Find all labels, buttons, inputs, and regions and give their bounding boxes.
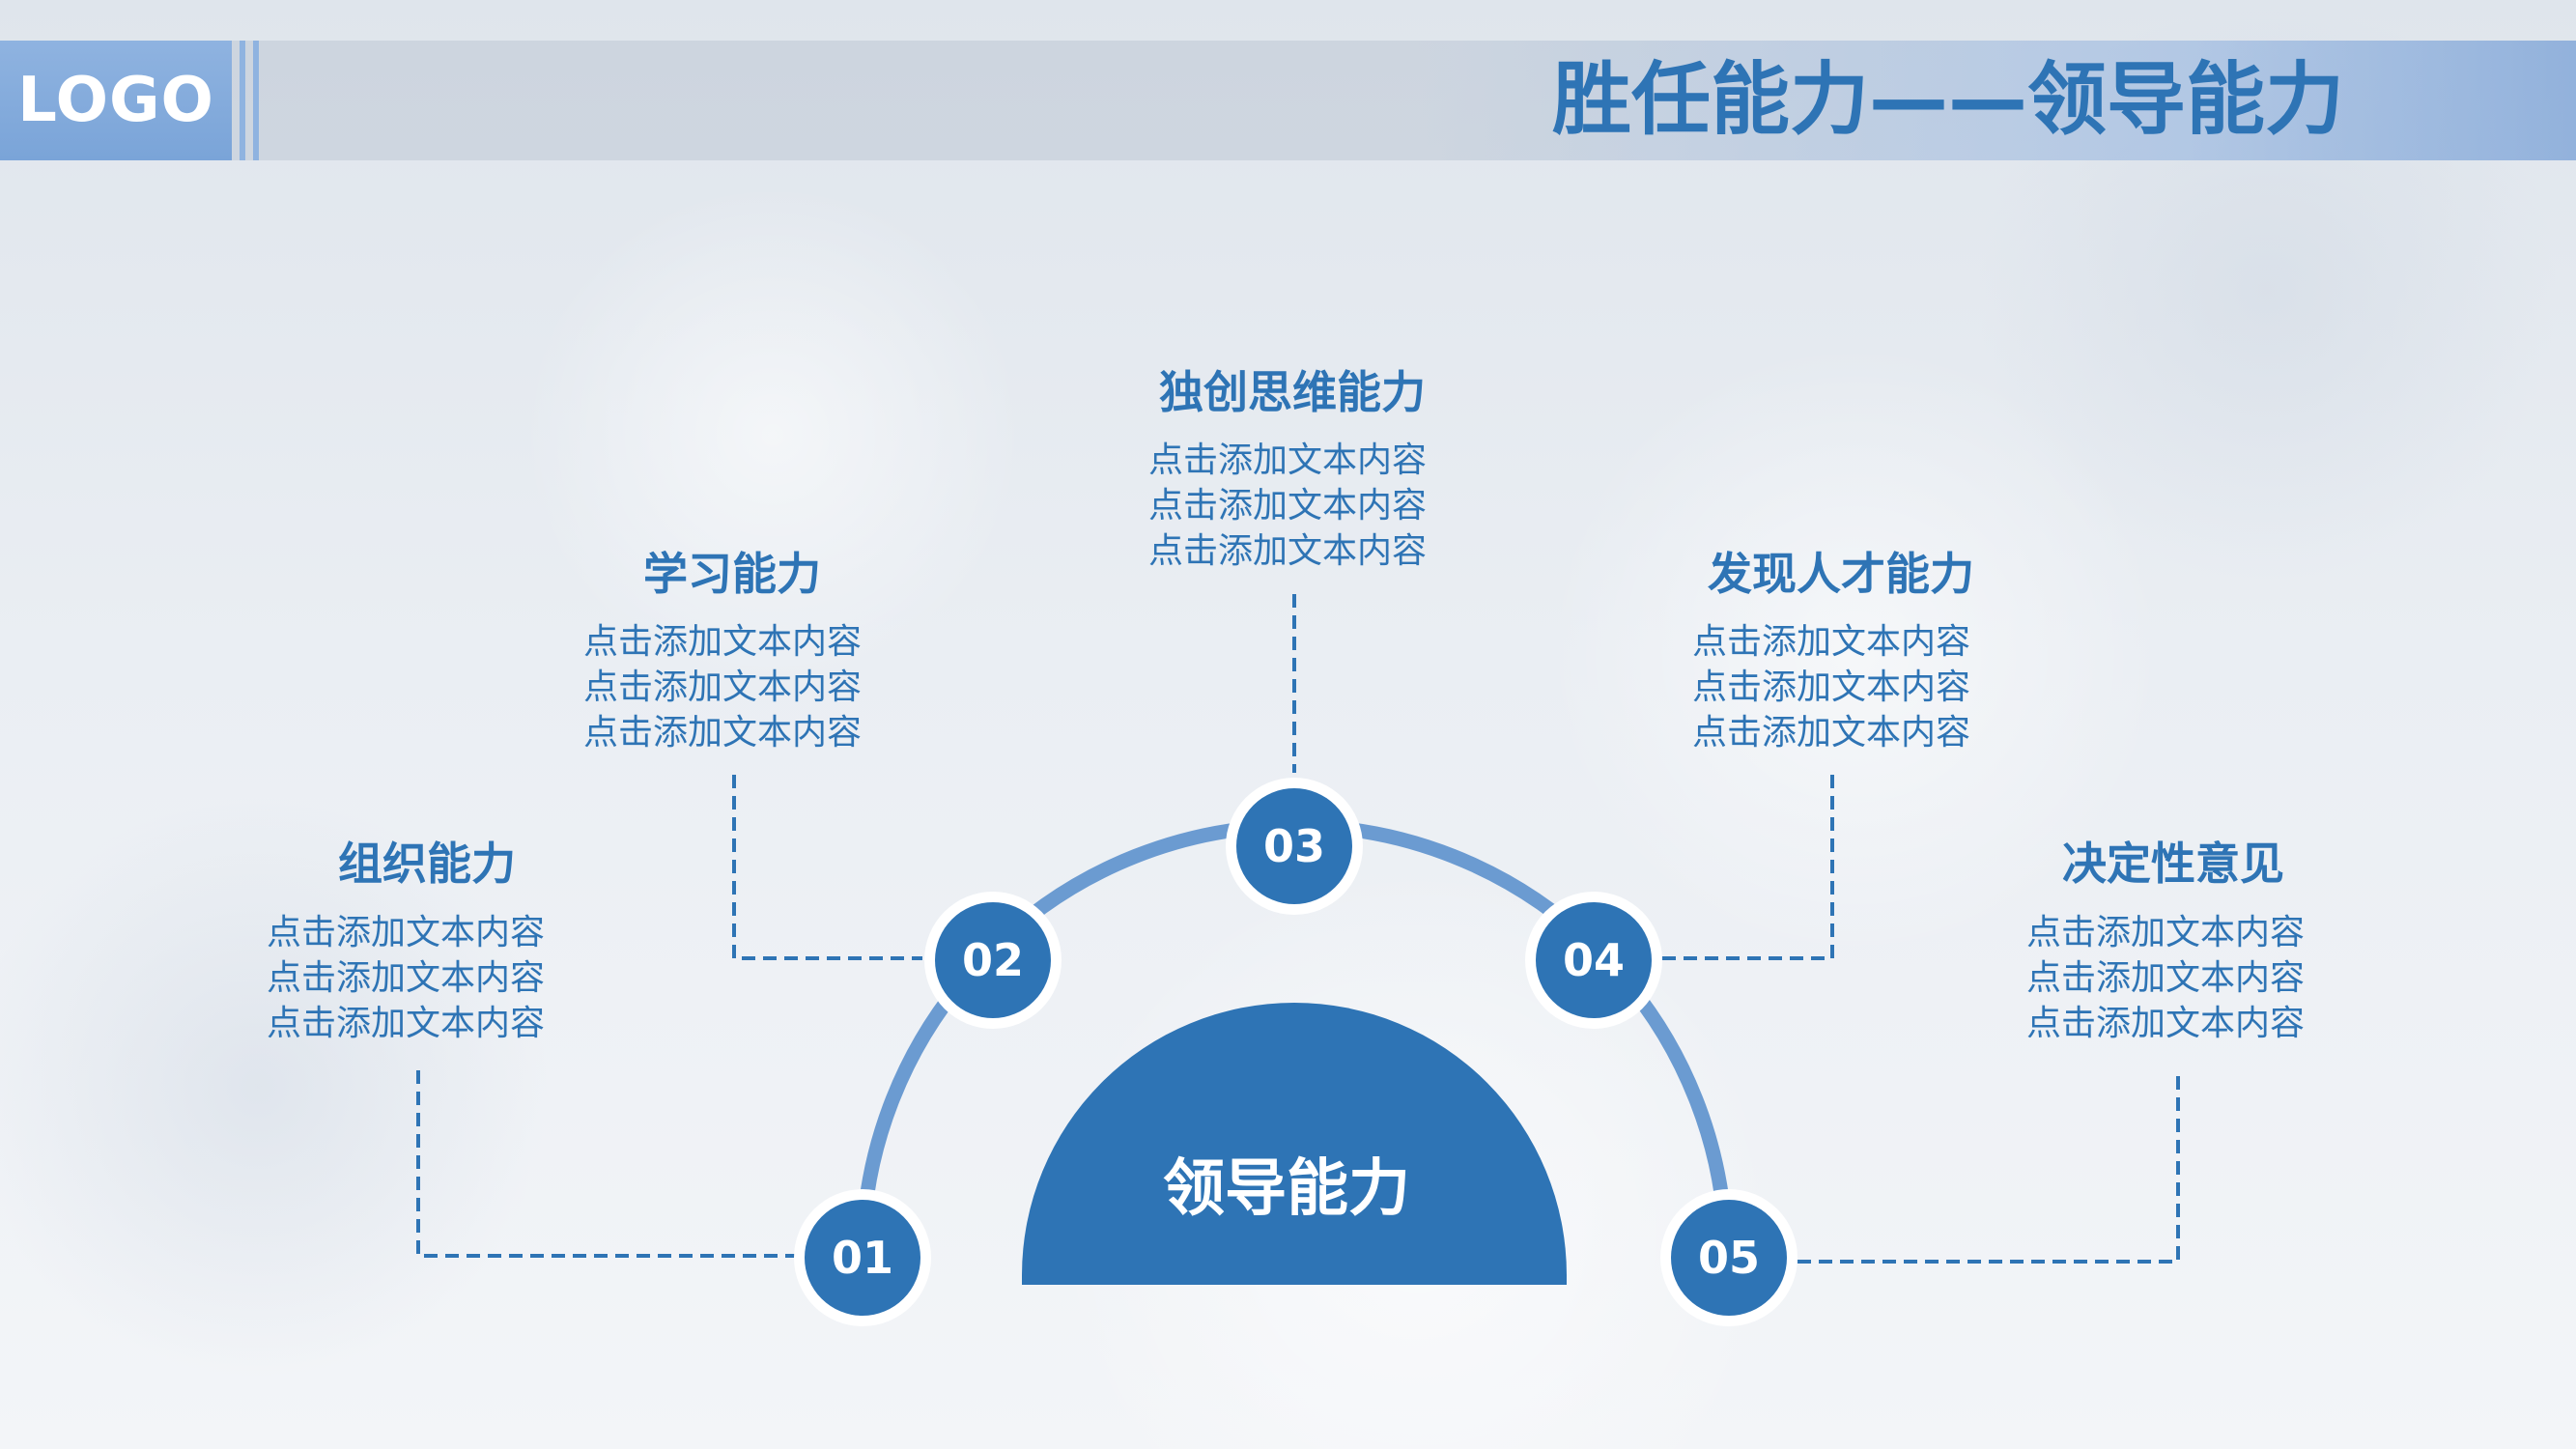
node-number: 01	[832, 1232, 893, 1284]
node-number: 03	[1263, 820, 1325, 872]
desc-line: 点击添加文本内容	[1691, 668, 1970, 707]
logo-divider-bar	[253, 41, 259, 160]
desc-line: 点击添加文本内容	[582, 713, 862, 753]
desc-line: 点击添加文本内容	[1147, 531, 1427, 571]
item-title-01: 组织能力	[338, 838, 516, 890]
item-title-05: 决定性意见	[2062, 838, 2284, 890]
desc-line: 点击添加文本内容	[266, 913, 545, 952]
node-03: 03	[1226, 778, 1363, 915]
desc-line: 点击添加文本内容	[266, 958, 545, 998]
desc-line: 点击添加文本内容	[582, 668, 862, 707]
node-number: 04	[1563, 934, 1625, 986]
node-04: 04	[1525, 892, 1662, 1029]
desc-line: 点击添加文本内容	[2025, 913, 2305, 952]
connector-02	[732, 775, 922, 960]
item-desc-05: 点击添加文本内容 点击添加文本内容 点击添加文本内容	[1963, 910, 2368, 1046]
desc-line: 点击添加文本内容	[1691, 622, 1970, 662]
desc-line: 点击添加文本内容	[1147, 440, 1427, 480]
node-01: 01	[794, 1189, 931, 1326]
logo-divider-bar	[240, 41, 245, 160]
desc-line: 点击添加文本内容	[1147, 486, 1427, 526]
connector-04	[1654, 775, 1834, 960]
logo-text: LOGO	[17, 65, 214, 136]
node-02: 02	[924, 892, 1062, 1029]
slide-title: 胜任能力——领导能力	[1551, 54, 2344, 146]
desc-line: 点击添加文本内容	[582, 622, 862, 662]
center-label: 领导能力	[1163, 1153, 1410, 1225]
item-desc-03: 点击添加文本内容 点击添加文本内容 点击添加文本内容	[1085, 438, 1490, 574]
desc-line: 点击添加文本内容	[1691, 713, 1970, 753]
connector-01	[416, 1070, 797, 1258]
center-semicircle	[1022, 1003, 1567, 1285]
desc-line: 点击添加文本内容	[2025, 958, 2305, 998]
item-desc-01: 点击添加文本内容 点击添加文本内容 点击添加文本内容	[203, 910, 609, 1046]
item-title-03: 独创思维能力	[1159, 366, 1426, 418]
item-title-04: 发现人才能力	[1708, 548, 1974, 600]
item-title-02: 学习能力	[643, 548, 821, 600]
logo: LOGO	[0, 41, 232, 160]
desc-line: 点击添加文本内容	[2025, 1004, 2305, 1043]
header-band	[0, 41, 2576, 160]
item-desc-02: 点击添加文本内容 点击添加文本内容 点击添加文本内容	[520, 619, 925, 755]
node-number: 05	[1698, 1232, 1760, 1284]
node-05: 05	[1660, 1189, 1798, 1326]
connector-05	[1797, 1076, 2180, 1264]
desc-line: 点击添加文本内容	[266, 1004, 545, 1043]
item-desc-04: 点击添加文本内容 点击添加文本内容 点击添加文本内容	[1628, 619, 2034, 755]
node-number: 02	[962, 934, 1024, 986]
